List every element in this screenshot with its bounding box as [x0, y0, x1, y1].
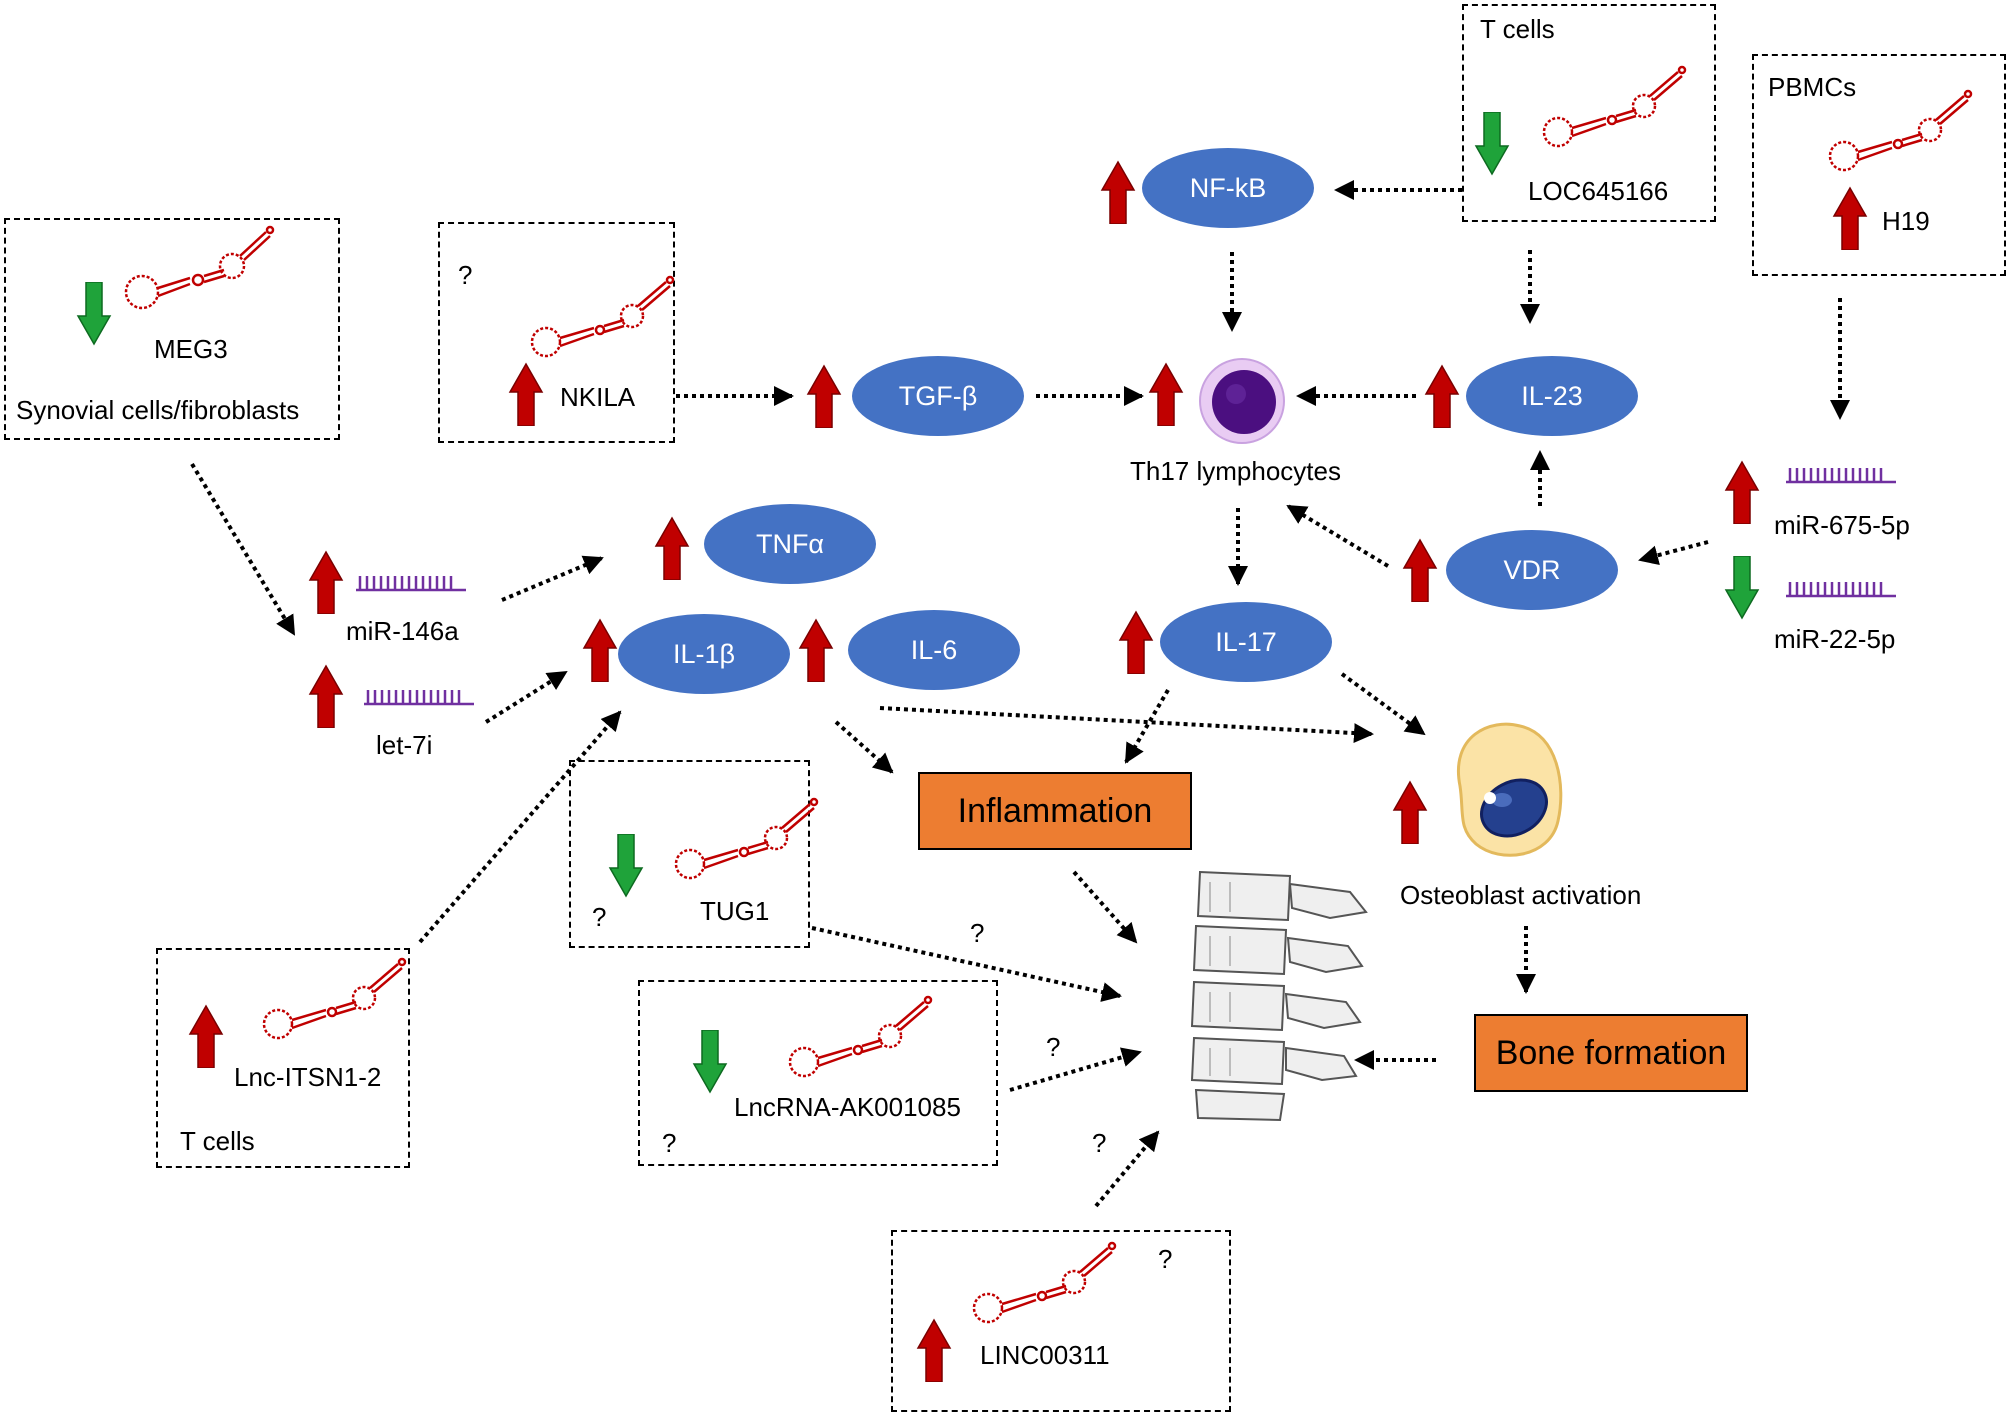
il17-up-arrow-icon: [1118, 610, 1154, 674]
itsn-label: Lnc-ITSN1-2: [234, 1062, 382, 1092]
tgfb-node: TGF-β: [852, 356, 1024, 436]
tug1-question: ?: [592, 902, 607, 932]
vdr-up-arrow-icon: [1402, 538, 1438, 602]
mir675-label: miR-675-5p: [1774, 510, 1910, 540]
linc00311-question: ?: [1158, 1244, 1173, 1274]
arrow-il1b-to-inflammation: [834, 720, 894, 774]
loc645166-box: [1462, 4, 1716, 222]
th17-up-arrow-icon: [1148, 362, 1184, 426]
mir22-label: miR-22-5p: [1774, 624, 1896, 654]
osteoblast-cell-icon: [1457, 722, 1563, 857]
let7-up-arrow-icon: [308, 664, 344, 728]
let7-label: let-7i: [376, 730, 433, 760]
arrow-mirs-to-vdr: [1638, 540, 1709, 566]
arrow-il17-to-osteoblast: [1340, 672, 1426, 736]
h19-lncrna-icon: [1828, 89, 1973, 172]
arrow-ak-to-spine: [1009, 1047, 1142, 1092]
arrow-itsn-to-il1b: [418, 710, 622, 944]
h19-label: H19: [1882, 206, 1930, 236]
nkila-question: ?: [458, 260, 473, 290]
tug1-down-arrow-icon: [608, 834, 644, 898]
il1b-node: IL-1β: [618, 614, 790, 694]
nfkb-up-arrow-icon: [1100, 160, 1136, 224]
nkila-up-arrow-icon: [508, 362, 544, 426]
mir146-label: miR-146a: [346, 616, 459, 646]
meg3-box: [4, 218, 340, 440]
il23-node: IL-23: [1466, 356, 1638, 436]
ak001085-label: LncRNA-AK001085: [734, 1092, 961, 1122]
mir22-down-arrow-icon: [1724, 556, 1760, 620]
nkila-box: [438, 222, 675, 443]
itsn-up-arrow-icon: [188, 1004, 224, 1068]
th17-cell-icon: [1199, 358, 1285, 444]
mir22-glyph-icon: [1786, 582, 1896, 598]
tgfb-up-arrow-icon: [806, 364, 842, 428]
meg3-cell-label: Synovial cells/fibroblasts: [16, 395, 300, 425]
linc00311-lncrna-icon: [972, 1241, 1117, 1324]
itsn-box: [156, 948, 410, 1168]
linc00311-box: [891, 1230, 1231, 1412]
h19-cell-label: PBMCs: [1768, 72, 1857, 102]
ak001085-down-arrow-icon: [692, 1030, 728, 1094]
inflammation-box: Inflammation: [918, 772, 1192, 850]
loc-cell-label: T cells: [1480, 14, 1555, 44]
spine-vertebrae-icon: [1190, 870, 1368, 1122]
meg3-lncrna-icon: [124, 225, 275, 310]
linc00311-label: LINC00311: [980, 1340, 1110, 1370]
mir146-glyph-icon: [356, 576, 466, 592]
arrow-inflammation-to-spine: [1072, 870, 1138, 944]
h19-box: [1752, 54, 2006, 276]
loc645166-label: LOC645166: [1528, 176, 1669, 206]
let7-glyph-icon: [364, 690, 474, 706]
vdr-node: VDR: [1446, 530, 1618, 610]
meg3-down-arrow-icon: [76, 282, 112, 346]
itsn-cell-label: T cells: [180, 1126, 255, 1156]
il6-up-arrow-icon: [798, 618, 834, 682]
il17-node: IL-17: [1160, 602, 1332, 682]
mir146-up-arrow-icon: [308, 550, 344, 614]
linc00311-up-arrow-icon: [916, 1318, 952, 1382]
loc645166-down-arrow-icon: [1474, 112, 1510, 176]
arrow-linc-to-spine: [1094, 1130, 1160, 1208]
il1b-up-arrow-icon: [582, 618, 618, 682]
tug1-spine-question: ?: [970, 918, 985, 948]
nkila-lncrna-icon: [530, 275, 675, 358]
arrow-vdr-to-th17: [1286, 504, 1390, 568]
nkila-label: NKILA: [560, 382, 636, 412]
mir675-up-arrow-icon: [1724, 460, 1760, 524]
bone-formation-box: Bone formation: [1474, 1014, 1748, 1092]
nfkb-node: NF-kB: [1142, 148, 1314, 228]
tug1-box: [569, 760, 810, 948]
tnfa-node: TNFα: [704, 504, 876, 584]
arrow-il17-to-inflammation: [1124, 688, 1170, 764]
osteoblast-label: Osteoblast activation: [1400, 880, 1642, 910]
arrow-il1b-to-osteoblast: [879, 706, 1374, 744]
loc645166-lncrna-icon: [1542, 65, 1687, 148]
tug1-lncrna-icon: [674, 797, 819, 880]
linc00311-spine-question: ?: [1092, 1128, 1107, 1158]
itsn-lncrna-icon: [262, 957, 407, 1040]
mir675-glyph-icon: [1786, 468, 1896, 484]
ak001085-question: ?: [662, 1128, 677, 1158]
ak001085-lncrna-icon: [788, 995, 933, 1078]
arrow-meg3-to-mirs: [190, 462, 296, 636]
il6-node: IL-6: [848, 610, 1020, 690]
arrow-mir146-to-cytokines: [501, 555, 604, 602]
arrow-let7-to-il1b: [484, 670, 568, 724]
tug1-label: TUG1: [700, 896, 770, 926]
ak001085-spine-question: ?: [1046, 1032, 1061, 1062]
h19-up-arrow-icon: [1832, 186, 1868, 250]
tnfa-up-arrow-icon: [654, 516, 690, 580]
ak001085-box: [638, 980, 998, 1166]
osteoblast-up-arrow-icon: [1392, 780, 1428, 844]
th17-label: Th17 lymphocytes: [1130, 456, 1341, 486]
meg3-label: MEG3: [154, 334, 228, 364]
il23-up-arrow-icon: [1424, 364, 1460, 428]
